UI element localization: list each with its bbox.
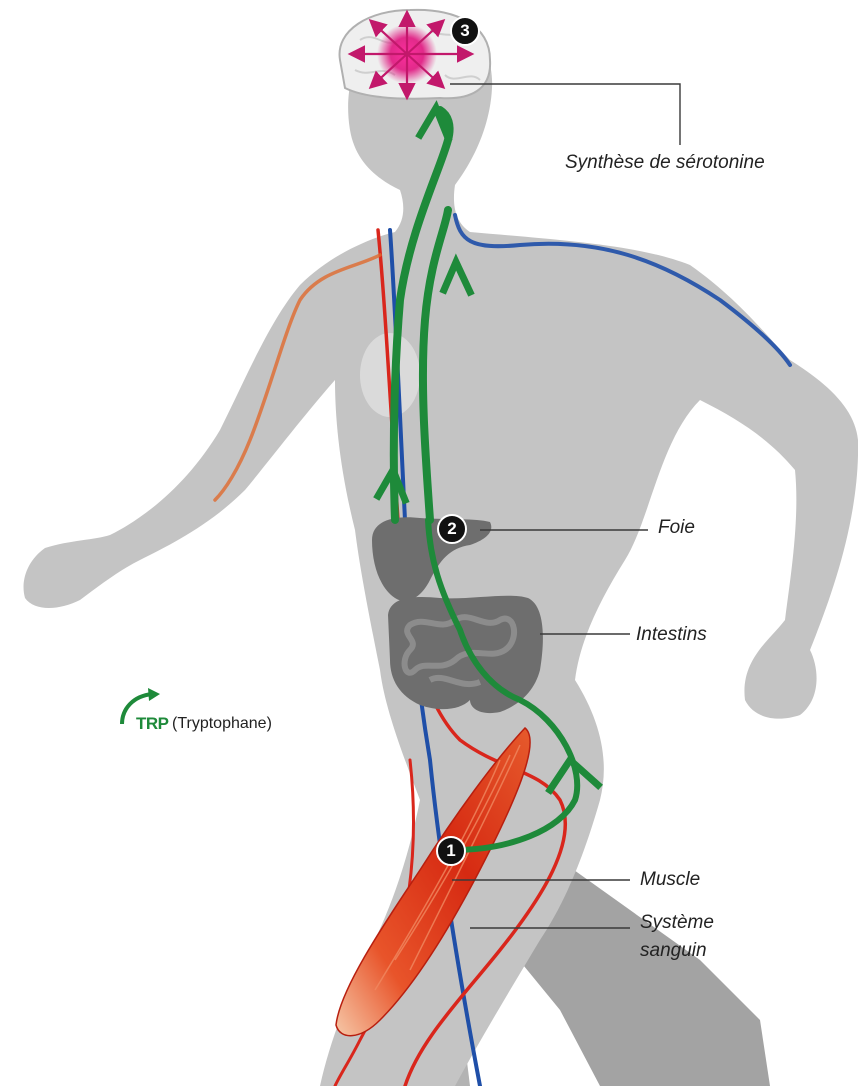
legend-abbreviation: TRP [136, 714, 169, 734]
legend-description: (Tryptophane) [172, 715, 272, 733]
label-blood-system-line1: Système [640, 912, 714, 934]
label-serotonin-synthesis: Synthèse de sérotonine [565, 152, 765, 174]
label-blood-system-line2: sanguin [640, 940, 707, 962]
label-intestines: Intestins [636, 624, 707, 646]
step-marker-3: 3 [450, 16, 480, 46]
step-marker-1: 1 [436, 836, 466, 866]
intestines [388, 596, 543, 713]
label-liver: Foie [658, 517, 695, 539]
label-muscle: Muscle [640, 869, 700, 891]
step-marker-2: 2 [437, 514, 467, 544]
